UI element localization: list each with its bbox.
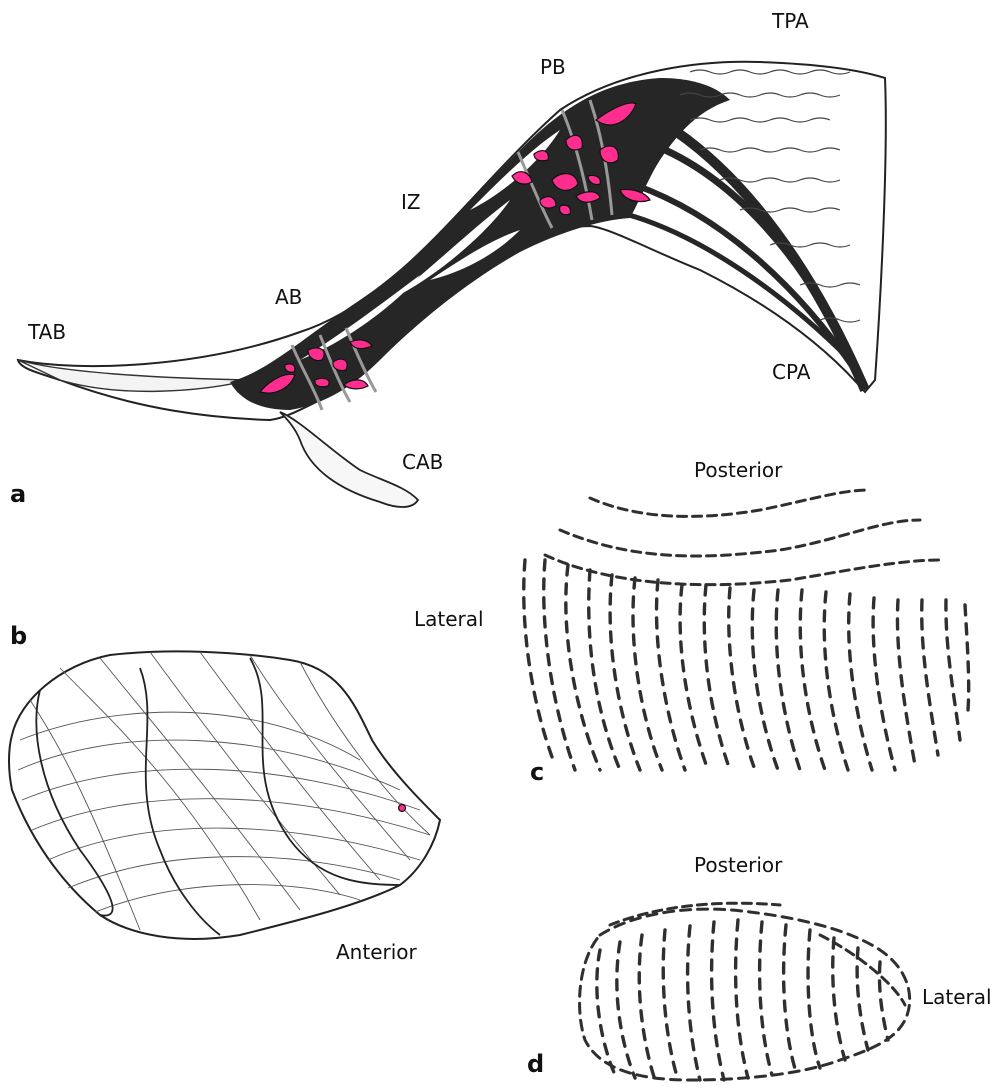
label-ab: AB [275,285,302,309]
label-pb: PB [540,55,566,79]
panel-b-marker-dot [399,805,406,812]
label-b-anterior: Anterior [336,940,417,964]
panel-d-outline [580,909,910,1080]
panel-letter-b: b [10,622,27,650]
label-d-lateral: Lateral [922,985,992,1009]
panel-d-arcs [610,903,905,1005]
panel-letter-d: d [527,1050,544,1078]
panel-c-top-arcs [545,490,940,585]
label-iz: IZ [401,190,421,214]
panel-letter-a: a [10,480,26,508]
label-cpa: CPA [772,360,810,384]
panel-c-drawing [524,490,969,770]
label-c-posterior: Posterior [694,458,782,482]
panel-c-vertical-fibres [524,560,969,770]
label-tpa: TPA [772,9,809,33]
label-c-lateral: Lateral [414,607,484,631]
label-tab: TAB [28,320,66,344]
cab-branch [280,412,418,507]
panel-a-drawing [18,62,886,507]
panel-b-drawing [9,651,440,939]
panel-d-vertical-fibres [597,920,888,1080]
label-cab: CAB [402,450,443,474]
panel-d-drawing [580,903,910,1080]
label-d-posterior: Posterior [694,853,782,877]
panel-letter-c: c [530,758,544,786]
